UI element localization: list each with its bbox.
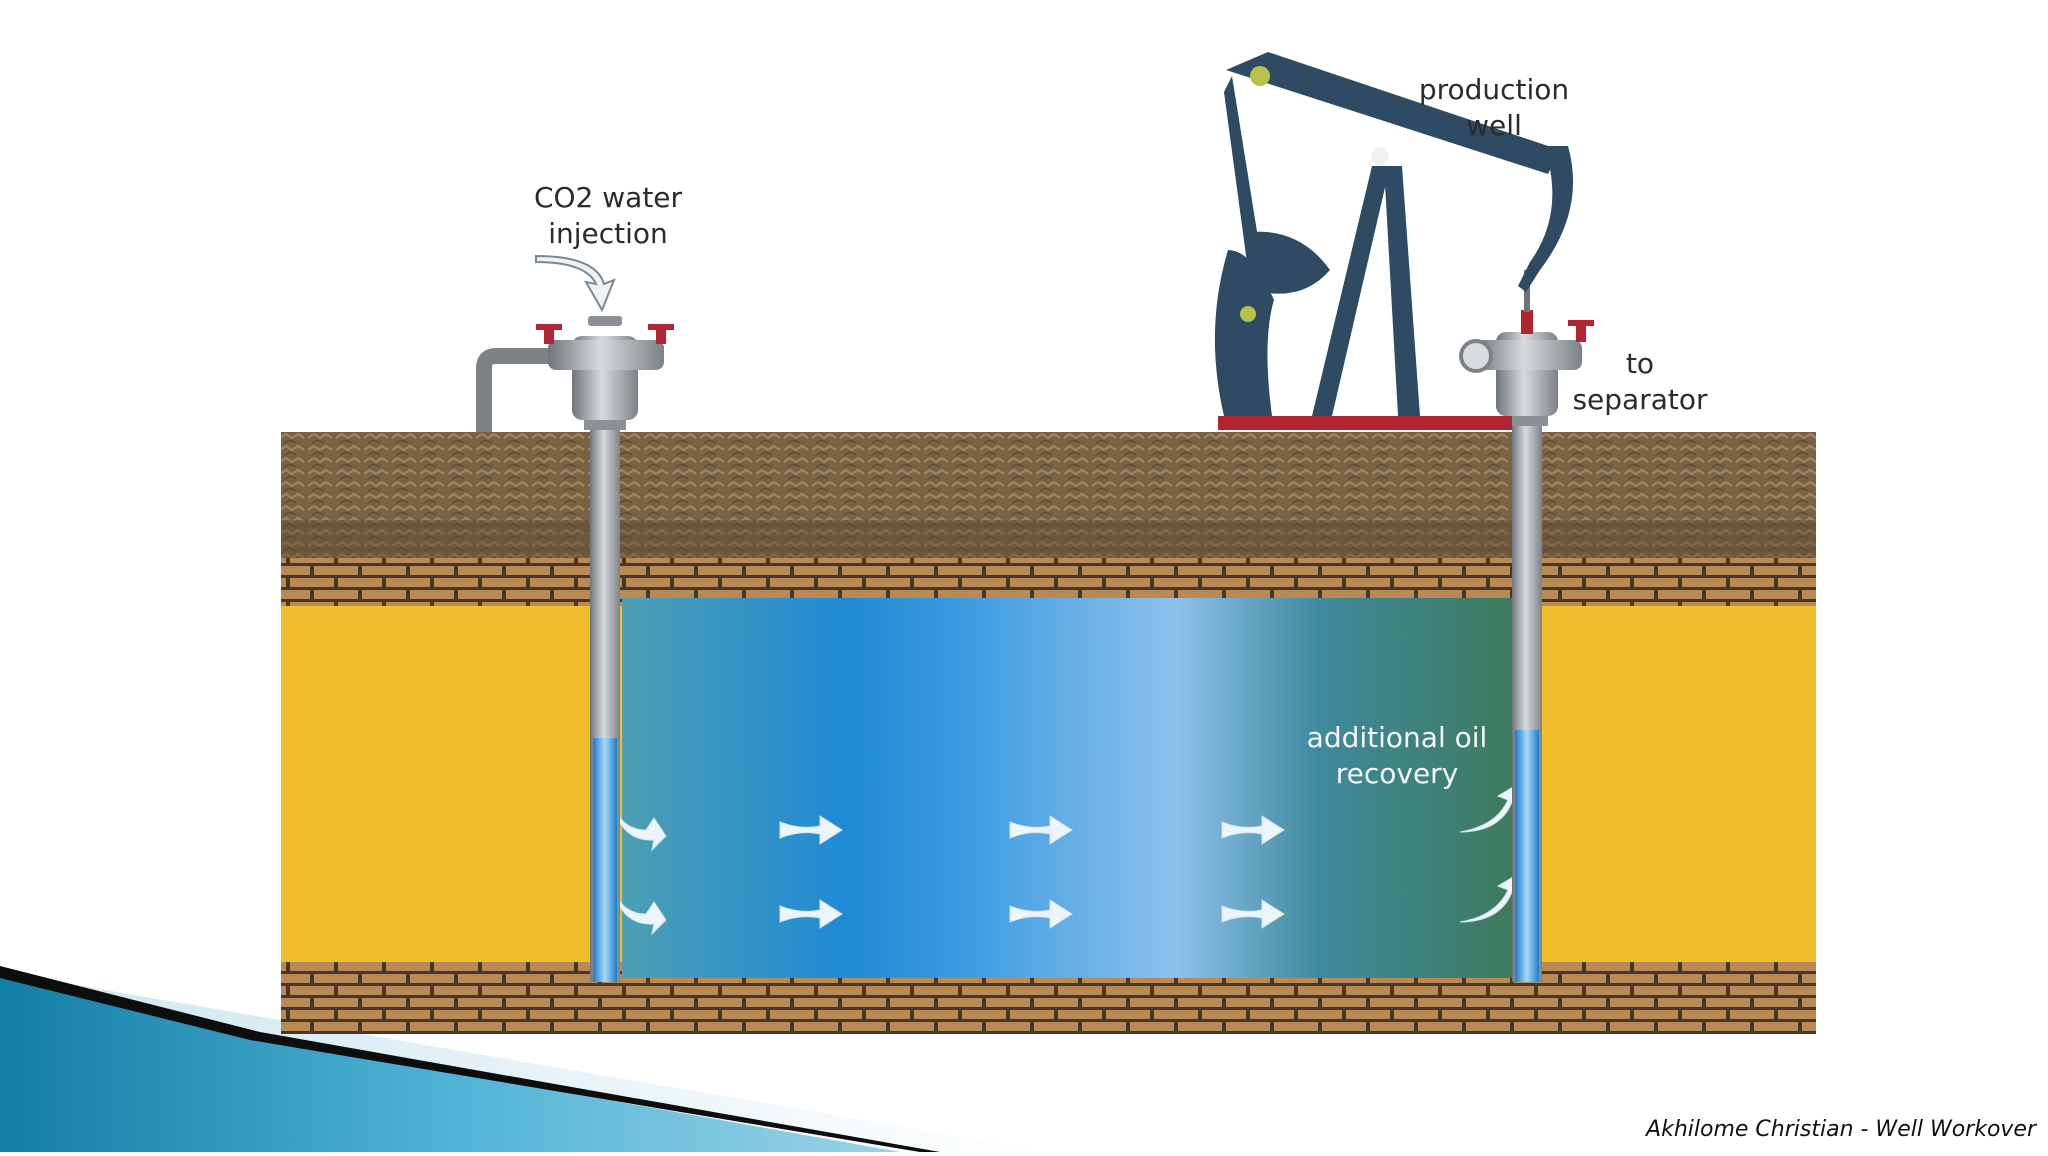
production-well-label: production well <box>1394 72 1594 144</box>
pump-jack-pivot-icon <box>1250 66 1270 86</box>
injection-well <box>476 254 674 982</box>
production-well-label-line2: well <box>1466 109 1522 142</box>
recovery-label: additional oil recovery <box>1282 720 1512 792</box>
pump-jack-walking-beam <box>1226 52 1560 174</box>
injection-label-line2: injection <box>548 217 668 250</box>
flow-arrow <box>779 899 843 929</box>
pump-jack-samson-post <box>1312 166 1390 416</box>
flow-arrow <box>1009 815 1073 845</box>
production-well-label-line1: production <box>1418 73 1570 106</box>
pump-jack <box>1214 52 1574 430</box>
injection-water-column <box>593 738 617 982</box>
topsoil-shadow <box>281 520 1816 562</box>
pump-jack-base <box>1218 416 1512 430</box>
separator-label: to separator <box>1560 346 1720 418</box>
injection-outflow-arrow <box>611 799 667 852</box>
slide-swoosh-decoration <box>0 966 1050 1152</box>
flow-arrows <box>611 783 1519 936</box>
flow-arrow <box>1009 899 1073 929</box>
injection-flange <box>584 418 626 430</box>
production-water-column <box>1515 730 1539 982</box>
injection-outflow-arrow <box>611 883 667 936</box>
flow-arrow <box>779 815 843 845</box>
injection-arrow-icon <box>535 254 616 313</box>
separator-outlet-icon <box>1459 339 1493 373</box>
injection-label: CO2 water injection <box>508 180 708 252</box>
flow-arrow <box>1221 899 1285 929</box>
flow-arrow <box>1221 815 1285 845</box>
injection-label-line1: CO2 water <box>533 181 683 214</box>
separator-label-line1: to <box>1625 347 1655 380</box>
recovery-label-line2: recovery <box>1335 757 1459 790</box>
separator-label-line2: separator <box>1572 383 1708 416</box>
recovery-label-line1: additional oil <box>1306 721 1488 754</box>
pump-jack-counterweight <box>1214 250 1274 416</box>
injection-feed-pipe <box>476 348 560 432</box>
ground <box>281 432 1816 1034</box>
production-well <box>1459 270 1594 982</box>
slide-footer: Akhilome Christian - Well Workover <box>1646 1117 2036 1142</box>
pump-jack-crank <box>1250 231 1330 294</box>
topsoil-layer <box>281 432 1816 562</box>
pump-jack-horsehead <box>1518 146 1574 292</box>
